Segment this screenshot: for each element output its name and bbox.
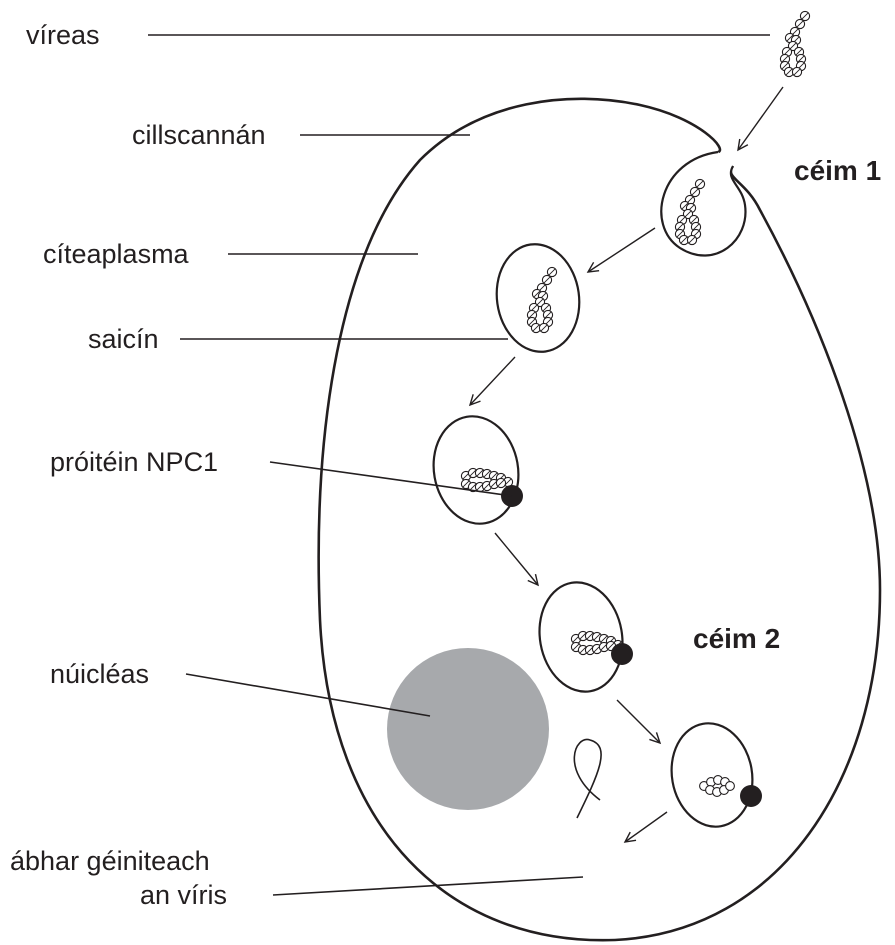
virus-bead-mark (528, 311, 536, 319)
genetic-material-strand (573, 738, 602, 819)
virus-bead-mark (476, 469, 484, 477)
virus-bead-mark (690, 216, 698, 224)
virus-bead-mark (483, 470, 491, 478)
virus-bead-mark (607, 642, 615, 650)
virus-bead-mark (543, 276, 551, 284)
virus-bead-mark (797, 55, 805, 63)
leader-genetic-material (272, 876, 584, 896)
label-npc1-protein: próitéin NPC1 (50, 447, 218, 477)
virus-bead (725, 781, 735, 791)
virus-bead-mark (676, 230, 684, 238)
virus-bead-mark (536, 298, 544, 306)
label-virus: víreas (26, 20, 100, 50)
label-nucleus: núicléas (50, 659, 149, 689)
arrow-vesicle4-to-5 (616, 699, 662, 745)
label-genetic-material-line1: ábhar géiniteach (10, 846, 210, 876)
arrow-virus-to-cell (737, 86, 784, 152)
virus-bead-mark (600, 635, 608, 643)
virus-bead-mark (781, 62, 789, 70)
virus-bead-mark (692, 223, 700, 231)
virus-bead-mark (691, 188, 699, 196)
label-cytoplasm: cíteaplasma (43, 239, 190, 269)
virus-bead-mark (572, 643, 580, 651)
step-1-label: céim 1 (794, 155, 881, 186)
nucleus (387, 648, 549, 810)
virus-particle-outside (779, 10, 811, 78)
leader-npc1 (269, 461, 513, 497)
virus-bead-mark (793, 68, 801, 76)
virus-bead-mark (684, 210, 692, 218)
virus-bead-mark (469, 469, 477, 477)
virus-particle-budding (674, 178, 706, 246)
virus-bead-mark (542, 304, 550, 312)
npc1-protein-dot (611, 643, 633, 665)
cell-membrane (317, 97, 882, 942)
virus-bead-mark (497, 479, 505, 487)
virus-bead-mark (586, 632, 594, 640)
arrow-vesicle2-to-3 (468, 356, 516, 407)
virus-bead-mark (680, 236, 688, 244)
virus-bead-mark (688, 236, 696, 244)
vesicle-budding (660, 150, 747, 257)
virus-bead-mark (533, 290, 541, 298)
virus-bead-mark (579, 646, 587, 654)
virus-bead-mark (781, 55, 789, 63)
npc1-protein-dot (740, 785, 762, 807)
virus-bead-mark (532, 324, 540, 332)
virus-cluster-release (699, 775, 735, 797)
virus-bead-mark (593, 633, 601, 641)
virus-bead-mark (548, 268, 556, 276)
virus-bead-mark (544, 311, 552, 319)
virus-bead-mark (789, 42, 797, 50)
virus-bead-mark (528, 318, 536, 326)
virus-bead-mark (796, 20, 804, 28)
virus-bead-mark (676, 223, 684, 231)
virus-bead-mark (490, 472, 498, 480)
virus-bead-mark (469, 483, 477, 491)
label-genetic-material-line2: an víris (140, 880, 227, 910)
virus-bead-mark (786, 34, 794, 42)
leader-nucleus (185, 673, 431, 717)
arrow-vesicle1-to-2 (586, 227, 656, 273)
label-cell-membrane: cillscannán (132, 120, 266, 150)
virus-bead-mark (579, 632, 587, 640)
virus-particle-horizontal (460, 467, 514, 493)
virus-bead-mark (801, 12, 809, 20)
virus-bead-mark (540, 324, 548, 332)
label-endosome: saicín (88, 324, 159, 354)
step-2-label: céim 2 (693, 623, 780, 654)
virus-bead-mark (696, 180, 704, 188)
virus-bead-mark (462, 480, 470, 488)
virus-bead-mark (785, 68, 793, 76)
virus-particle-endosome (526, 266, 558, 334)
arrow-vesicle5-to-genetic (623, 811, 668, 843)
vesicle-release (670, 722, 754, 828)
virus-bead-mark (795, 48, 803, 56)
arrow-vesicle3-to-4 (494, 532, 539, 587)
virus-bead-mark (681, 202, 689, 210)
